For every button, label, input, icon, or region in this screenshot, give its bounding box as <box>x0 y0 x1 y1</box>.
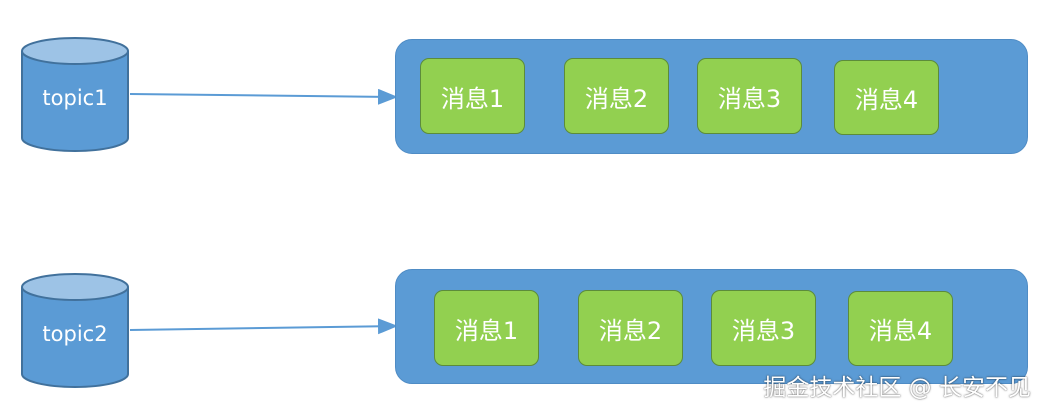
message-box: 消息4 <box>848 291 953 366</box>
message-box: 消息3 <box>697 58 802 134</box>
message-queue-1: 消息1 消息2 消息3 消息4 <box>395 39 1028 154</box>
message-queue-2: 消息1 消息2 消息3 消息4 <box>395 269 1028 384</box>
topic-label: topic1 <box>42 86 108 110</box>
database-icon <box>21 37 129 152</box>
topic-label: topic2 <box>42 322 108 346</box>
topic2-cylinder: topic2 <box>20 272 130 390</box>
message-box: 消息2 <box>564 58 669 134</box>
arrow-topic2-to-queue2 <box>129 318 398 335</box>
database-icon <box>21 273 129 388</box>
message-box: 消息1 <box>420 58 525 134</box>
topic1-cylinder: topic1 <box>20 36 130 154</box>
arrow-topic1-to-queue1 <box>129 88 398 105</box>
watermark: 掘金技术社区 @ 长安不见 <box>763 375 1031 401</box>
message-box: 消息3 <box>711 290 816 366</box>
message-box: 消息4 <box>834 60 939 135</box>
message-box: 消息1 <box>434 290 539 366</box>
message-box: 消息2 <box>578 290 683 366</box>
